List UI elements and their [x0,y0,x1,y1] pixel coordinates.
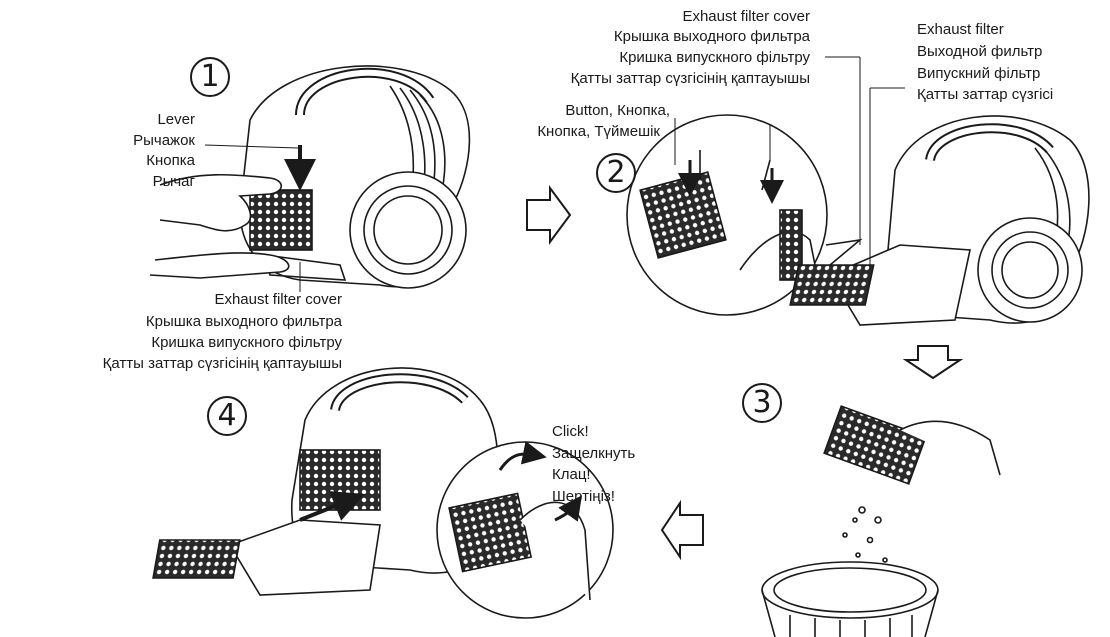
left-arrow-icon [660,499,704,561]
filter-label-ru: Выходной фильтр [917,43,1043,60]
step2-cover-label-en: Exhaust filter cover [682,8,810,25]
lever-label-uk: Рычаг [152,173,195,190]
lever-label-en: Lever [157,111,195,128]
lever-label-ru: Рычажок [133,132,195,149]
right-arrow-icon [526,184,572,246]
step-number-2: 2 [596,153,636,193]
step1-cover-label-en: Exhaust filter cover [214,291,342,308]
down-arrow-icon [902,345,964,380]
button-label-2: Кнопка, Түймешік [537,123,660,140]
button-label-1: Button, Кнопка, [565,102,670,119]
step2-cover-label-uk: Кришка випускного фільтру [619,49,810,66]
step1-cover-label-uk: Кришка випускного фільтру [151,334,342,351]
step4-reinstall-illustration [152,367,614,619]
step1-vacuum-illustration [149,65,471,292]
step-number-3: 3 [742,383,782,423]
step2-vacuum-illustration [789,56,1090,326]
filter-label-uk: Випускний фільтр [917,65,1041,82]
step1-cover-label-ru: Крышка выходного фильтра [145,313,342,330]
step2-cover-label-ru: Крышка выходного фильтра [613,28,810,45]
step-number-4: 4 [207,396,247,436]
filter-label-kk: Қатты заттар сүзгісі [917,86,1054,103]
step2-cover-label-kk: Қатты заттар сүзгісінің қаптауышы [570,70,810,87]
click-label-kk: Шертіңіз! [552,488,615,505]
step3-empty-filter-illustration [761,405,1001,637]
click-label-ru: Защелкнуть [552,445,636,462]
click-label-en: Click! [552,423,589,440]
filter-label-en: Exhaust filter [917,21,1004,38]
click-label-uk: Клац! [552,466,591,483]
step-number-1: 1 [190,57,230,97]
lever-label-ru2: Кнопка [146,152,195,169]
step1-cover-label-kk: Қатты заттар сүзгісінің қаптауышы [102,355,342,372]
